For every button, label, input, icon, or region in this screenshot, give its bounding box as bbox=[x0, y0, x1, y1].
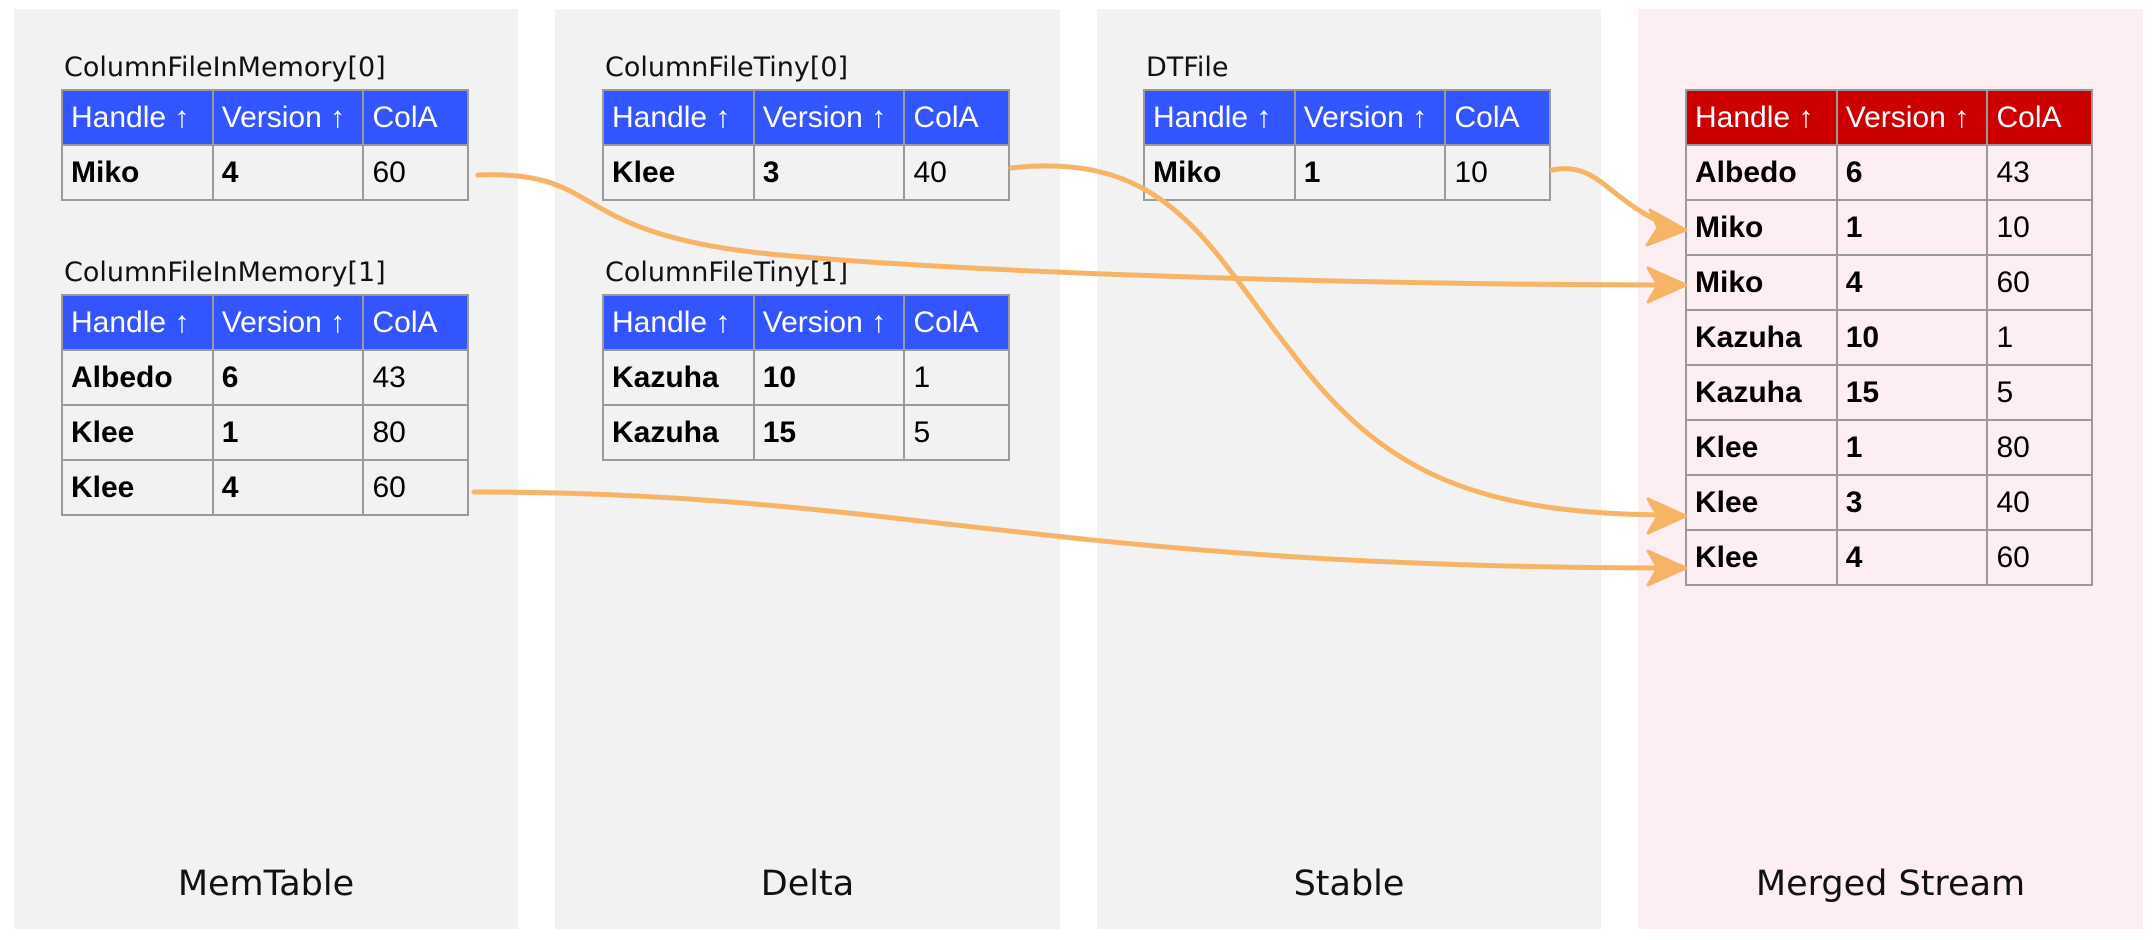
header-cola: ColA bbox=[903, 294, 1010, 351]
cell-version: 1 bbox=[211, 404, 365, 461]
header-cola: ColA bbox=[362, 89, 469, 146]
cell-cola: 43 bbox=[1986, 144, 2093, 201]
cell-cola: 60 bbox=[362, 144, 469, 201]
cell-handle: Klee bbox=[61, 459, 214, 516]
header-handle: Handle ↑ bbox=[1143, 89, 1296, 146]
cell-handle: Klee bbox=[602, 144, 755, 201]
cell-version: 3 bbox=[752, 144, 906, 201]
header-version: Version ↑ bbox=[752, 294, 906, 351]
cell-handle: Albedo bbox=[61, 349, 214, 406]
table-title-dtfile: DTFile bbox=[1146, 52, 1229, 83]
cell-cola: 10 bbox=[1444, 144, 1551, 201]
cell-version: 4 bbox=[211, 144, 365, 201]
header-cola: ColA bbox=[1986, 89, 2093, 146]
table-title-mem0: ColumnFileInMemory[0] bbox=[64, 52, 386, 83]
cell-version: 6 bbox=[1835, 144, 1989, 201]
cell-cola: 40 bbox=[903, 144, 1010, 201]
header-version: Version ↑ bbox=[211, 294, 365, 351]
cell-version: 15 bbox=[752, 404, 906, 461]
cell-version: 15 bbox=[1835, 364, 1989, 421]
cell-cola: 80 bbox=[1986, 419, 2093, 476]
cell-handle: Kazuha bbox=[1685, 364, 1838, 421]
header-version: Version ↑ bbox=[1293, 89, 1447, 146]
cell-version: 1 bbox=[1835, 199, 1989, 256]
cell-handle: Kazuha bbox=[1685, 309, 1838, 366]
table-title-tiny1: ColumnFileTiny[1] bbox=[605, 257, 849, 288]
header-handle: Handle ↑ bbox=[602, 89, 755, 146]
cell-version: 4 bbox=[1835, 529, 1989, 586]
cell-version: 1 bbox=[1293, 144, 1447, 201]
panel-label-memtable: MemTable bbox=[177, 864, 355, 904]
cell-cola: 5 bbox=[903, 404, 1010, 461]
cell-version: 1 bbox=[1835, 419, 1989, 476]
header-handle: Handle ↑ bbox=[61, 89, 214, 146]
cell-cola: 1 bbox=[903, 349, 1010, 406]
cell-cola: 60 bbox=[362, 459, 469, 516]
cell-cola: 60 bbox=[1986, 529, 2093, 586]
cell-handle: Klee bbox=[1685, 529, 1838, 586]
cell-handle: Klee bbox=[61, 404, 214, 461]
cell-handle: Miko bbox=[1685, 199, 1838, 256]
panel-label-stable: Stable bbox=[1293, 864, 1405, 904]
cell-handle: Miko bbox=[1143, 144, 1296, 201]
panel-label-merged: Merged Stream bbox=[1755, 864, 2026, 904]
cell-handle: Miko bbox=[1685, 254, 1838, 311]
cell-handle: Klee bbox=[1685, 419, 1838, 476]
cell-cola: 60 bbox=[1986, 254, 2093, 311]
cell-version: 10 bbox=[1835, 309, 1989, 366]
cell-handle: Miko bbox=[61, 144, 214, 201]
table-title-tiny0: ColumnFileTiny[0] bbox=[605, 52, 849, 83]
header-handle: Handle ↑ bbox=[61, 294, 214, 351]
table-title-mem1: ColumnFileInMemory[1] bbox=[64, 257, 386, 288]
cell-handle: Kazuha bbox=[602, 349, 755, 406]
header-cola: ColA bbox=[1444, 89, 1551, 146]
cell-cola: 1 bbox=[1986, 309, 2093, 366]
cell-version: 10 bbox=[752, 349, 906, 406]
header-cola: ColA bbox=[362, 294, 469, 351]
header-handle: Handle ↑ bbox=[602, 294, 755, 351]
header-cola: ColA bbox=[903, 89, 1010, 146]
cell-cola: 80 bbox=[362, 404, 469, 461]
cell-cola: 5 bbox=[1986, 364, 2093, 421]
cell-version: 6 bbox=[211, 349, 365, 406]
cell-version: 4 bbox=[1835, 254, 1989, 311]
cell-handle: Albedo bbox=[1685, 144, 1838, 201]
header-version: Version ↑ bbox=[1835, 89, 1989, 146]
cell-cola: 10 bbox=[1986, 199, 2093, 256]
panel-label-delta: Delta bbox=[760, 864, 855, 904]
cell-handle: Kazuha bbox=[602, 404, 755, 461]
header-version: Version ↑ bbox=[752, 89, 906, 146]
cell-cola: 40 bbox=[1986, 474, 2093, 531]
header-version: Version ↑ bbox=[211, 89, 365, 146]
header-handle: Handle ↑ bbox=[1685, 89, 1838, 146]
cell-version: 3 bbox=[1835, 474, 1989, 531]
cell-cola: 43 bbox=[362, 349, 469, 406]
cell-version: 4 bbox=[211, 459, 365, 516]
cell-handle: Klee bbox=[1685, 474, 1838, 531]
